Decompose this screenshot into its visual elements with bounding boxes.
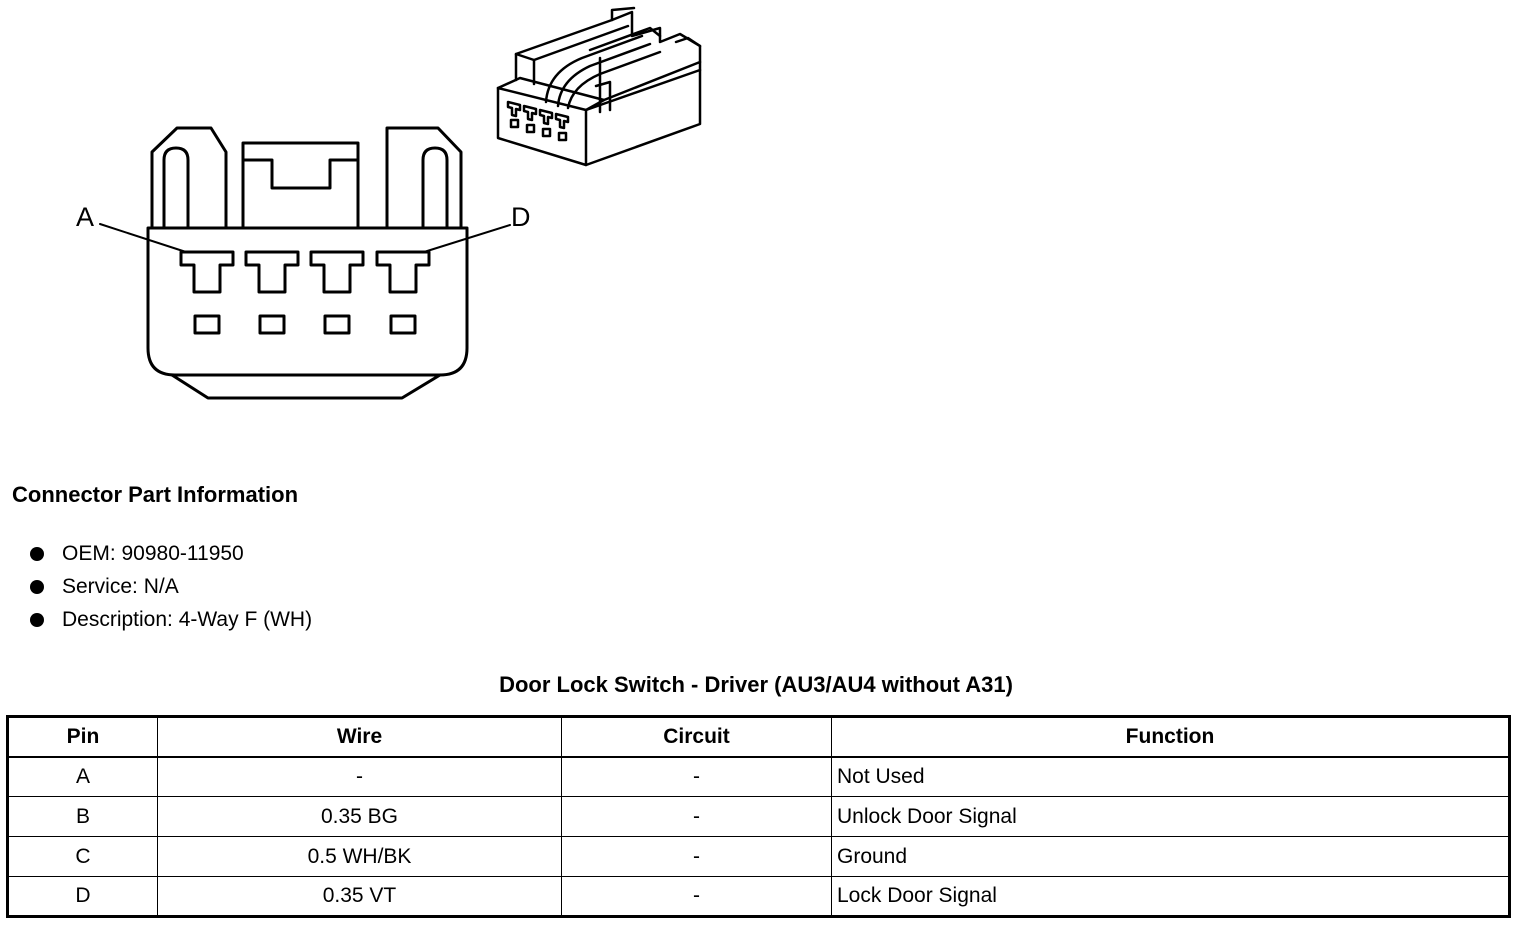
connector-info-service: Service: N/A [62,575,179,598]
cell-function: Unlock Door Signal [831,796,1510,837]
cell-wire: - [157,756,562,797]
cell-circuit: - [561,836,832,877]
terminal-b [244,250,300,294]
terminal-c [309,250,365,294]
connector-isometric-icon [496,6,702,167]
cell-function: Ground [831,836,1510,877]
terminal-d [375,250,431,294]
connector-info-item: OEM: 90980-11950 [30,537,312,570]
cell-wire: 0.5 WH/BK [157,836,562,877]
cell-pin: B [7,796,158,837]
connector-info-list: OEM: 90980-11950 Service: N/A Descriptio… [30,537,312,636]
bullet-icon [30,580,44,594]
header-wire: Wire [157,716,562,758]
connector-info-item: Description: 4-Way F (WH) [30,603,312,636]
cell-function: Not Used [831,756,1510,797]
table-header-row: Pin Wire Circuit Function [7,716,1510,758]
connector-info-description: Description: 4-Way F (WH) [62,608,313,631]
bullet-icon [30,613,44,627]
table-row: D 0.35 VT - Lock Door Signal [7,876,1510,917]
pin-label-d: D [511,202,531,232]
cell-pin: A [7,756,158,797]
cell-circuit: - [561,756,832,797]
connector-info-title: Connector Part Information [12,482,299,507]
bullet-icon [30,547,44,561]
connector-face-icon [99,126,511,400]
header-function: Function [831,716,1510,758]
table-row: A - - Not Used [7,756,1510,797]
connector-info-item: Service: N/A [30,570,312,603]
header-circuit: Circuit [561,716,832,758]
connector-diagram [99,6,702,400]
pin-label-a: A [76,202,95,232]
pinout-table: Pin Wire Circuit Function A - - Not Used… [6,715,1511,918]
header-pin: Pin [7,716,158,758]
cell-function: Lock Door Signal [831,876,1510,917]
cell-wire: 0.35 BG [157,796,562,837]
cell-wire: 0.35 VT [157,876,562,917]
cell-circuit: - [561,876,832,917]
connector-info-oem: OEM: 90980-11950 [62,542,244,565]
cell-pin: D [7,876,158,917]
cell-pin: C [7,836,158,877]
terminal-a [179,250,235,294]
table-row: C 0.5 WH/BK - Ground [7,836,1510,877]
cell-circuit: - [561,796,832,837]
table-row: B 0.35 BG - Unlock Door Signal [7,796,1510,837]
table-title: Door Lock Switch - Driver (AU3/AU4 witho… [499,672,1013,697]
